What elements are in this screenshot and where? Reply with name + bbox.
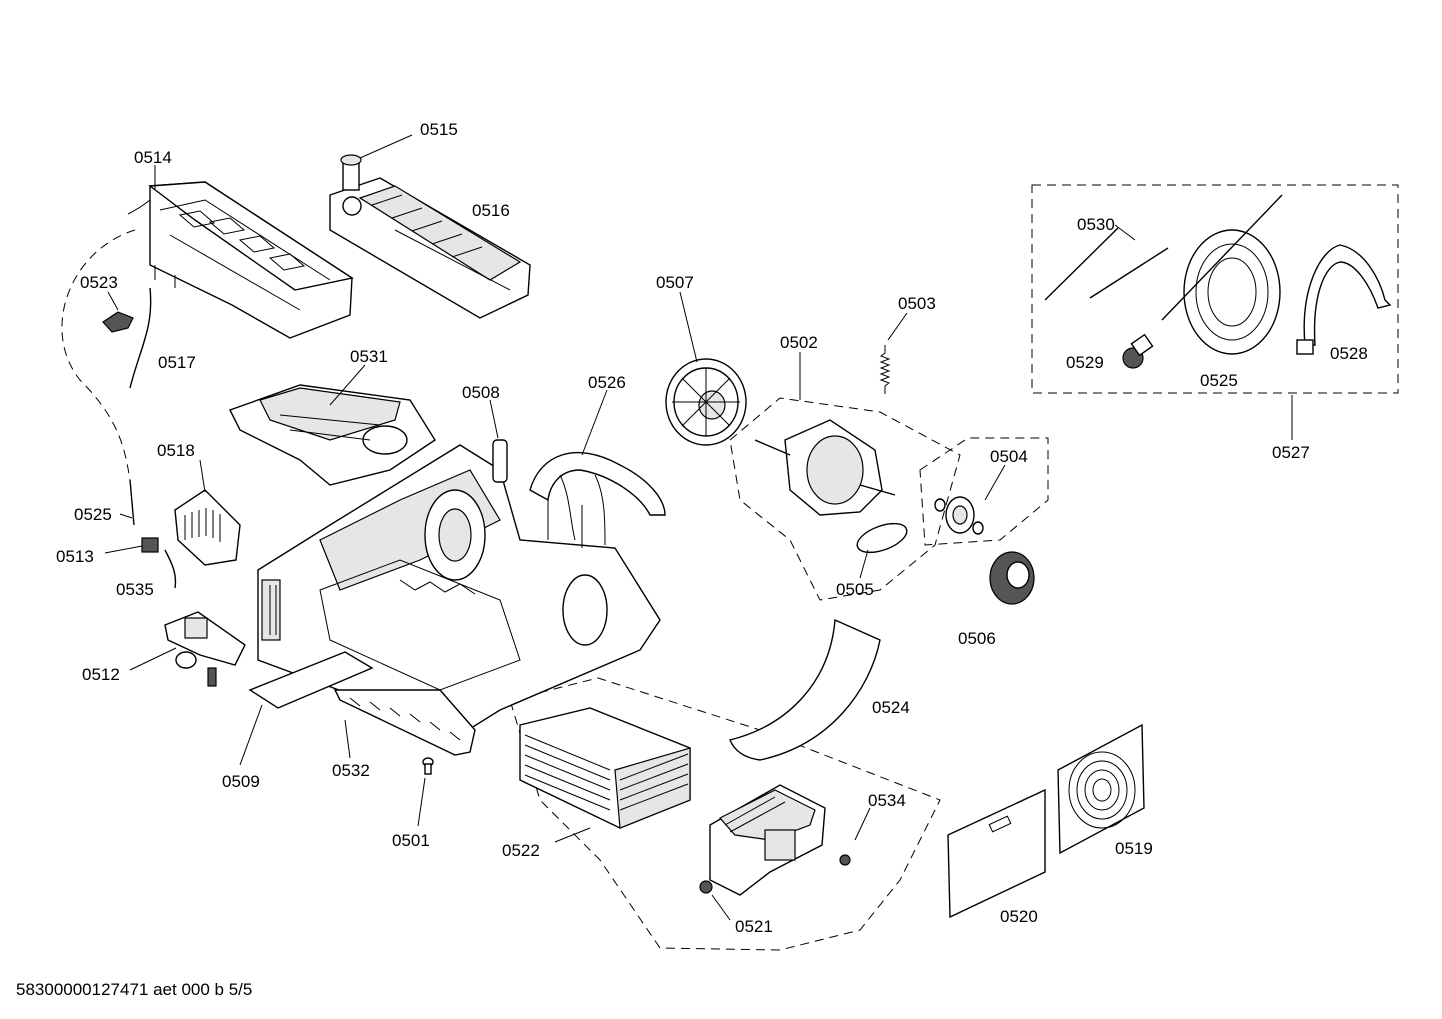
label-0505: 0505 xyxy=(836,580,874,599)
part-0518-cover xyxy=(174,489,241,566)
part-0525-hose-coil xyxy=(1161,194,1283,355)
label-0516: 0516 xyxy=(472,201,510,220)
label-0507: 0507 xyxy=(656,273,694,292)
part-0520-cover-plate xyxy=(947,788,1046,919)
label-0535: 0535 xyxy=(116,580,154,599)
condenser-group-boundary xyxy=(509,677,941,951)
part-0524-seal-strip xyxy=(729,618,881,761)
label-0529: 0529 xyxy=(1066,353,1104,372)
label-0501: 0501 xyxy=(392,831,430,850)
part-labels: 0514 0515 0516 0523 0517 0531 0508 0526 … xyxy=(56,120,1368,936)
label-0531: 0531 xyxy=(350,347,388,366)
part-0528-bracket-foot xyxy=(1296,339,1314,355)
kit-0527-boundary xyxy=(1031,184,1399,394)
label-0530: 0530 xyxy=(1077,215,1115,234)
part-0522-condenser xyxy=(519,707,691,829)
label-0504: 0504 xyxy=(990,447,1028,466)
part-0507-fan-wheel xyxy=(665,358,747,446)
part-0503-spring xyxy=(879,345,891,394)
part-0514-tray-housing xyxy=(127,181,354,339)
label-0521: 0521 xyxy=(735,917,773,936)
label-0506: 0506 xyxy=(958,629,996,648)
label-0524: 0524 xyxy=(872,698,910,717)
part-0529-plug xyxy=(1122,333,1154,369)
part-0526-duct-seal xyxy=(529,451,666,548)
part-0519-vent-panel xyxy=(1057,723,1145,855)
label-0532: 0532 xyxy=(332,761,370,780)
part-0505-belt xyxy=(856,522,908,554)
label-0519: 0519 xyxy=(1115,839,1153,858)
leader-lines xyxy=(104,134,1293,921)
label-0522: 0522 xyxy=(502,841,540,860)
part-0528-bracket xyxy=(1303,244,1392,346)
label-0527: 0527 xyxy=(1272,443,1310,462)
part-0501-screw xyxy=(422,757,434,775)
part-0513-connector xyxy=(141,537,159,553)
label-0514: 0514 xyxy=(134,148,172,167)
label-0528: 0528 xyxy=(1330,344,1368,363)
part-0504-tensioner xyxy=(934,496,984,535)
label-0526: 0526 xyxy=(588,373,626,392)
part-0512-pump xyxy=(164,611,246,687)
part-0532-grille xyxy=(333,689,476,756)
part-0534-filter-housing xyxy=(709,784,826,896)
label-0508: 0508 xyxy=(462,383,500,402)
label-0512: 0512 xyxy=(82,665,120,684)
label-0525-kit: 0525 xyxy=(1200,371,1238,390)
label-0502: 0502 xyxy=(780,333,818,352)
label-0509: 0509 xyxy=(222,772,260,791)
label-0503: 0503 xyxy=(898,294,936,313)
part-0523-clip xyxy=(102,311,134,333)
part-0517-hose xyxy=(129,287,152,389)
part-0525-hose-lower xyxy=(129,479,135,526)
label-0534: 0534 xyxy=(868,791,906,810)
part-0515-container-cap xyxy=(340,154,362,191)
part-0509-flap xyxy=(248,651,374,709)
label-0515: 0515 xyxy=(420,120,458,139)
label-0517: 0517 xyxy=(158,353,196,372)
label-0525-left: 0525 xyxy=(74,505,112,524)
part-0521-clip xyxy=(699,880,713,894)
tensioner-group-boundary xyxy=(919,437,1049,546)
part-0506-fan xyxy=(989,551,1035,605)
label-0523: 0523 xyxy=(80,273,118,292)
label-0518: 0518 xyxy=(157,441,195,460)
part-0516-water-container xyxy=(329,177,531,319)
label-0513: 0513 xyxy=(56,547,94,566)
part-0531-air-duct xyxy=(229,384,436,486)
part-0502-motor xyxy=(754,419,896,516)
part-0534-clip xyxy=(839,854,851,866)
document-code-footer: 58300000127471 aet 000 b 5/5 xyxy=(16,980,253,999)
part-0508-sensor xyxy=(492,439,508,483)
label-0520: 0520 xyxy=(1000,907,1038,926)
hose-route-0525 xyxy=(61,229,136,481)
part-0530-cable-ties xyxy=(1044,227,1169,301)
part-0535-tube xyxy=(164,549,177,589)
